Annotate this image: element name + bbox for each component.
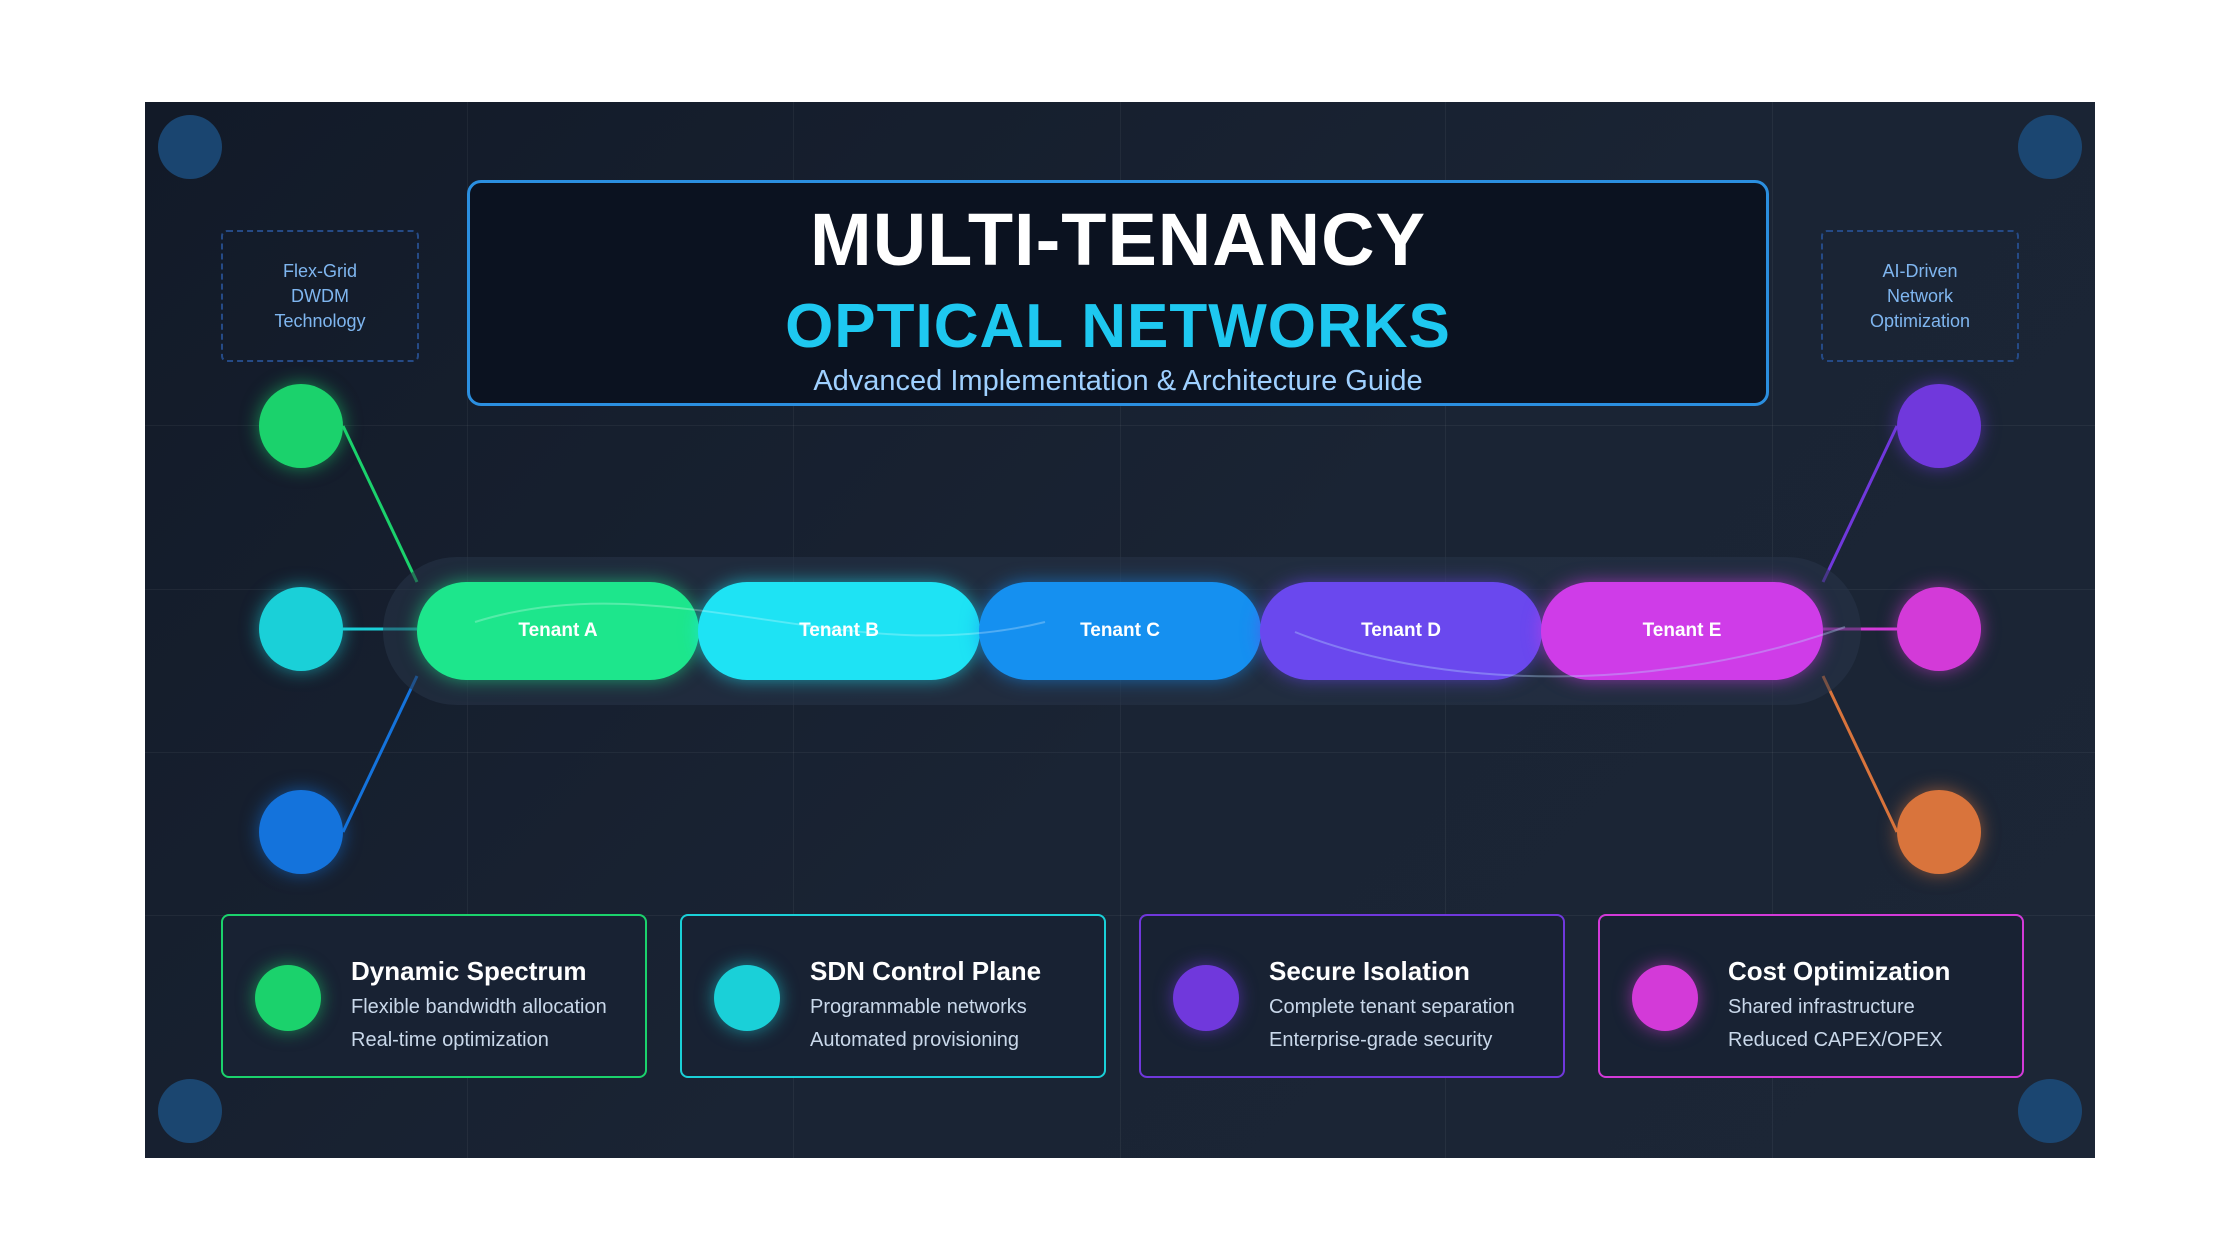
signal-wave <box>474 602 1846 678</box>
card-text: Complete tenant separation <box>1269 996 1515 1018</box>
signal-wave-path <box>474 602 1046 637</box>
card-title: Cost Optimization <box>1728 956 1951 986</box>
card-text: Real-time optimization <box>351 1029 549 1051</box>
card-text: Flexible bandwidth allocation <box>351 996 607 1018</box>
grid-line <box>145 915 2095 916</box>
tenant-pill-e[interactable]: Tenant E <box>1541 582 1823 680</box>
card-dot <box>714 965 780 1031</box>
grid-line <box>145 425 2095 426</box>
card-title: Secure Isolation <box>1269 956 1470 986</box>
connector-line <box>1821 425 1899 583</box>
node-right-2 <box>1897 587 1981 671</box>
card-text: Automated provisioning <box>810 1029 1020 1051</box>
corner-dot <box>158 1079 222 1143</box>
corner-dot <box>158 115 222 179</box>
side-label-line: Network <box>1886 285 1953 306</box>
card-title: SDN Control Plane <box>810 956 1042 986</box>
side-label-line: Technology <box>274 310 366 331</box>
side-label-line: DWDM <box>291 285 349 306</box>
connector-line <box>341 425 419 583</box>
node-left-3 <box>259 790 343 874</box>
side-label-line: AI-Driven <box>1882 260 1958 281</box>
card-dot <box>1632 965 1698 1031</box>
slide-canvas: MULTI-TENANCY OPTICAL NETWORKS Advanced … <box>145 102 2095 1158</box>
corner-dot <box>2018 1079 2082 1143</box>
tenant-pill-b[interactable]: Tenant B <box>698 582 980 680</box>
tenant-pill-d[interactable]: Tenant D <box>1260 582 1542 680</box>
card-text: Programmable networks <box>810 996 1027 1018</box>
card-text: Shared infrastructure <box>1728 996 1915 1018</box>
card-dynamic-spectrum: Dynamic Spectrum Flexible bandwidth allo… <box>221 914 647 1078</box>
side-label-right: AI-Driven Network Optimization <box>1821 230 2019 362</box>
card-text: Enterprise-grade security <box>1269 1029 1493 1051</box>
tenant-pill-c[interactable]: Tenant C <box>979 582 1261 680</box>
card-title: Dynamic Spectrum <box>351 956 587 986</box>
grid-line <box>145 752 2095 753</box>
node-right-3 <box>1897 790 1981 874</box>
page-title: MULTI-TENANCY <box>810 198 1426 281</box>
node-right-1 <box>1897 384 1981 468</box>
connector-lines <box>341 425 1899 833</box>
node-left-2 <box>259 587 343 671</box>
side-label-line: Flex-Grid <box>282 260 357 281</box>
card-cost-optimization: Cost Optimization Shared infrastructure … <box>1598 914 2024 1078</box>
card-sdn-control-plane: SDN Control Plane Programmable networks … <box>680 914 1106 1078</box>
title-panel: MULTI-TENANCY OPTICAL NETWORKS Advanced … <box>467 180 1769 406</box>
card-secure-isolation: Secure Isolation Complete tenant separat… <box>1139 914 1565 1078</box>
tenant-pill-a[interactable]: Tenant A <box>417 582 699 680</box>
side-label-left: Flex-Grid DWDM Technology <box>221 230 419 362</box>
node-left-1 <box>259 384 343 468</box>
corner-dot <box>2018 115 2082 179</box>
page-title-secondary: OPTICAL NETWORKS <box>785 292 1451 361</box>
side-label-line: Optimization <box>1869 310 1971 331</box>
card-text: Reduced CAPEX/OPEX <box>1728 1029 1943 1051</box>
card-dot <box>1173 965 1239 1031</box>
signal-wave-path <box>1294 626 1846 678</box>
card-dot <box>255 965 321 1031</box>
connector-line <box>1821 675 1899 833</box>
connector-line <box>341 675 419 833</box>
page-subtitle: Advanced Implementation & Architecture G… <box>813 365 1423 397</box>
